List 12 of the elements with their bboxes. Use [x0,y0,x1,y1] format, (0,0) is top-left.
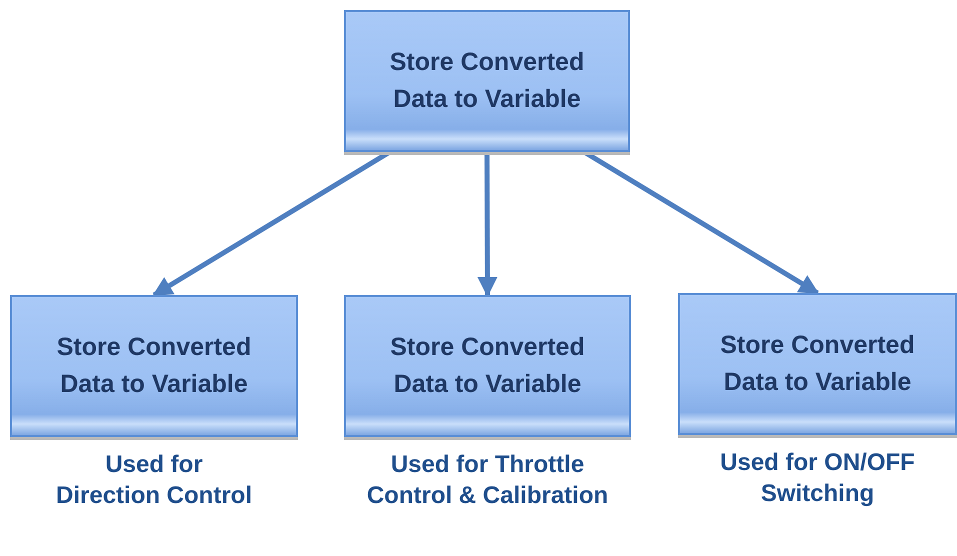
process-box [678,293,957,435]
caption-text: Used for ON/OFF Switching [719,448,916,510]
process-box [344,295,631,437]
box-label: Store Converted Data to Variable [388,46,586,115]
caption-text: Used for Direction Control [55,450,253,512]
box-label: Store Converted Data to Variable [389,332,586,400]
arrow [477,152,498,297]
process-box [344,10,630,152]
process-box [10,295,298,437]
caption-text: Used for Throttle Control & Calibration [366,450,610,512]
box-label: Store Converted Data to Variable [719,330,916,398]
box-label: Store Converted Data to Variable [56,332,252,400]
